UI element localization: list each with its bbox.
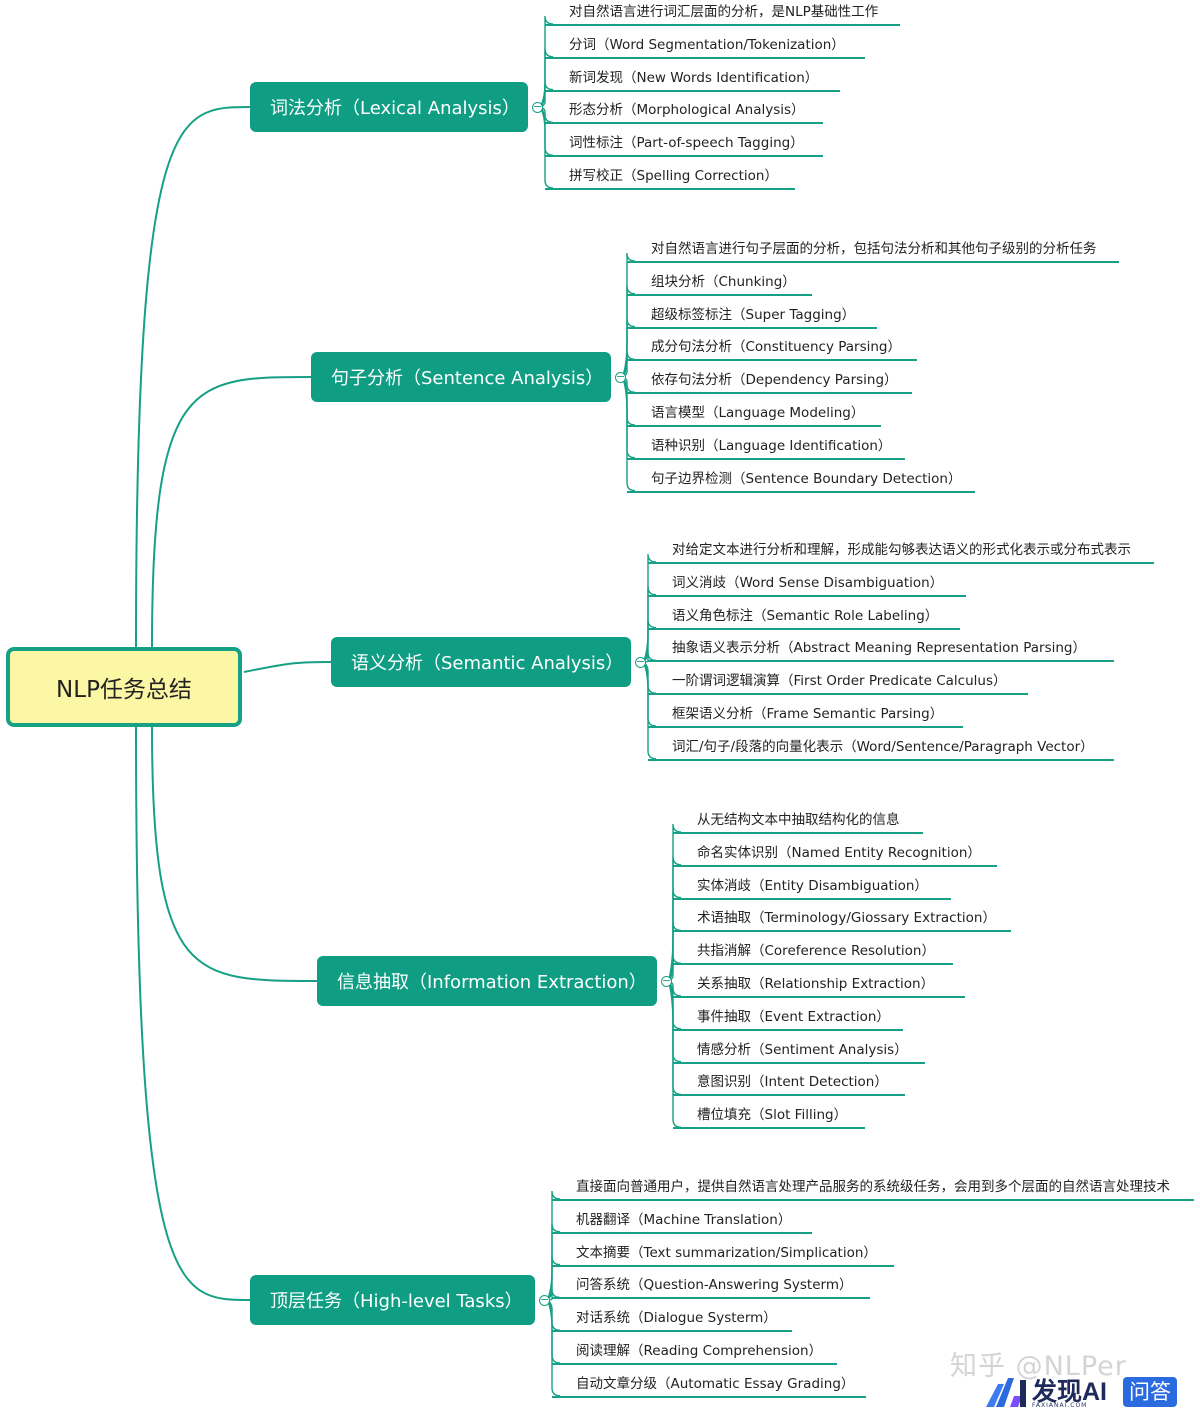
leaf-item[interactable]: 关系抽取（Relationship Extraction） xyxy=(673,974,965,998)
leaf-item[interactable]: 词性标注（Part-of-speech Tagging） xyxy=(545,133,823,158)
branch-label: 顶层任务（High-level Tasks） xyxy=(270,1291,523,1312)
branch-information-extraction[interactable]: 信息抽取（Information Extraction） xyxy=(317,956,657,1006)
leaf-item[interactable]: 句子边界检测（Sentence Boundary Detection） xyxy=(627,469,975,493)
root-node[interactable]: NLP任务总结 xyxy=(6,647,242,727)
collapse-toggle-icon[interactable]: − xyxy=(635,655,646,668)
leaf-item[interactable]: 框架语义分析（Frame Semantic Parsing） xyxy=(648,704,963,728)
leaf-item[interactable]: 情感分析（Sentiment Analysis） xyxy=(673,1040,925,1064)
leaf-item[interactable]: 问答系统（Question-Answering Systerm） xyxy=(552,1275,870,1300)
leaf-item[interactable]: 槽位填充（Slot Filling） xyxy=(673,1105,865,1130)
collapse-toggle-icon[interactable]: − xyxy=(661,974,672,987)
connector-line xyxy=(151,376,312,648)
branch-label: 句子分析（Sentence Analysis） xyxy=(331,368,604,389)
branch-lexical-analysis[interactable]: 词法分析（Lexical Analysis） xyxy=(250,82,528,132)
connector-line xyxy=(151,726,318,982)
leaf-item[interactable]: 新词发现（New Words Identification） xyxy=(545,68,840,92)
leaf-item[interactable]: 词义消歧（Word Sense Disambiguation） xyxy=(648,573,966,597)
leaf-item[interactable]: 词汇/句子/段落的向量化表示（Word/Sentence/Paragraph V… xyxy=(648,737,1114,761)
leaf-item[interactable]: 分词（Word Segmentation/Tokenization） xyxy=(545,35,865,59)
logo-a-icon xyxy=(984,1376,1028,1408)
connector-line xyxy=(135,726,251,1301)
leaf-item[interactable]: 自动文章分级（Automatic Essay Grading） xyxy=(552,1374,866,1398)
leaf-item[interactable]: 成分句法分析（Constituency Parsing） xyxy=(627,337,917,362)
leaf-description[interactable]: 对自然语言进行词汇层面的分析，是NLP基础性工作 xyxy=(545,2,900,26)
leaf-item[interactable]: 机器翻译（Machine Translation） xyxy=(552,1210,812,1234)
branch-high-level-tasks[interactable]: 顶层任务（High-level Tasks） xyxy=(250,1275,535,1325)
leaf-description[interactable]: 对自然语言进行句子层面的分析，包括句法分析和其他句子级别的分析任务 xyxy=(627,239,1119,263)
leaf-item[interactable]: 形态分析（Morphological Analysis） xyxy=(545,100,823,125)
leaf-item[interactable]: 命名实体识别（Named Entity Recognition） xyxy=(673,843,997,867)
branch-semantic-analysis[interactable]: 语义分析（Semantic Analysis） xyxy=(331,637,631,687)
leaf-item[interactable]: 拼写校正（Spelling Correction） xyxy=(545,166,795,190)
logo-domain: FAXIANAI.COM xyxy=(1032,1402,1088,1409)
leaf-description[interactable]: 直接面向普通用户，提供自然语言处理产品服务的系统级任务，会用到多个层面的自然语言… xyxy=(552,1177,1194,1201)
leaf-item[interactable]: 事件抽取（Event Extraction） xyxy=(673,1007,903,1031)
connector-line xyxy=(540,15,554,108)
leaf-item[interactable]: 共指消解（Coreference Resolution） xyxy=(673,941,953,966)
leaf-description[interactable]: 对给定文本进行分析和理解，形成能勾够表达语义的形式化表示或分布式表示 xyxy=(648,540,1154,564)
leaf-description[interactable]: 从无结构文本中抽取结构化的信息 xyxy=(673,810,923,834)
leaf-item[interactable]: 意图识别（Intent Detection） xyxy=(673,1072,905,1097)
leaf-item[interactable]: 文本摘要（Text summarization/Simplication） xyxy=(552,1243,894,1267)
leaf-item[interactable]: 超级标签标注（Super Tagging） xyxy=(627,305,877,329)
leaf-item[interactable]: 依存句法分析（Dependency Parsing） xyxy=(627,370,912,395)
logo-text: 发现AI xyxy=(1032,1378,1108,1406)
zhihu-watermark: 知乎 @NLPer xyxy=(950,1351,1127,1382)
leaf-item[interactable]: 抽象语义表示分析（Abstract Meaning Representation… xyxy=(648,638,1114,663)
collapse-toggle-icon[interactable]: − xyxy=(615,370,626,383)
leaf-item[interactable]: 实体消歧（Entity Disambiguation） xyxy=(673,876,951,900)
collapse-toggle-icon[interactable]: − xyxy=(539,1293,550,1306)
leaf-item[interactable]: 组块分析（Chunking） xyxy=(627,272,812,296)
branch-label: 词法分析（Lexical Analysis） xyxy=(270,98,520,119)
branch-sentence-analysis[interactable]: 句子分析（Sentence Analysis） xyxy=(311,352,611,402)
leaf-item[interactable]: 对话系统（Dialogue Systerm） xyxy=(552,1308,792,1333)
leaf-item[interactable]: 语种识别（Language Identification） xyxy=(627,436,905,460)
leaf-item[interactable]: 一阶谓词逻辑演算（First Order Predicate Calculus） xyxy=(648,671,1028,696)
logo-badge: 问答 xyxy=(1123,1377,1178,1407)
branch-label: 语义分析（Semantic Analysis） xyxy=(351,653,624,674)
collapse-toggle-icon[interactable]: − xyxy=(532,100,543,113)
leaf-item[interactable]: 术语抽取（Terminology/Giossary Extraction） xyxy=(673,908,1011,933)
connector-line xyxy=(622,285,636,378)
faxianai-logo: 发现AI FAXIANAI.COM 问答 xyxy=(984,1374,1178,1410)
leaf-item[interactable]: 阅读理解（Reading Comprehension） xyxy=(552,1341,837,1365)
connector-line xyxy=(135,106,251,648)
leaf-item[interactable]: 语义角色标注（Semantic Role Labeling） xyxy=(648,606,960,630)
connector-line xyxy=(243,661,332,673)
root-label: NLP任务总结 xyxy=(56,677,192,703)
branch-label: 信息抽取（Information Extraction） xyxy=(337,972,647,993)
leaf-item[interactable]: 语言模型（Language Modeling） xyxy=(627,403,881,427)
